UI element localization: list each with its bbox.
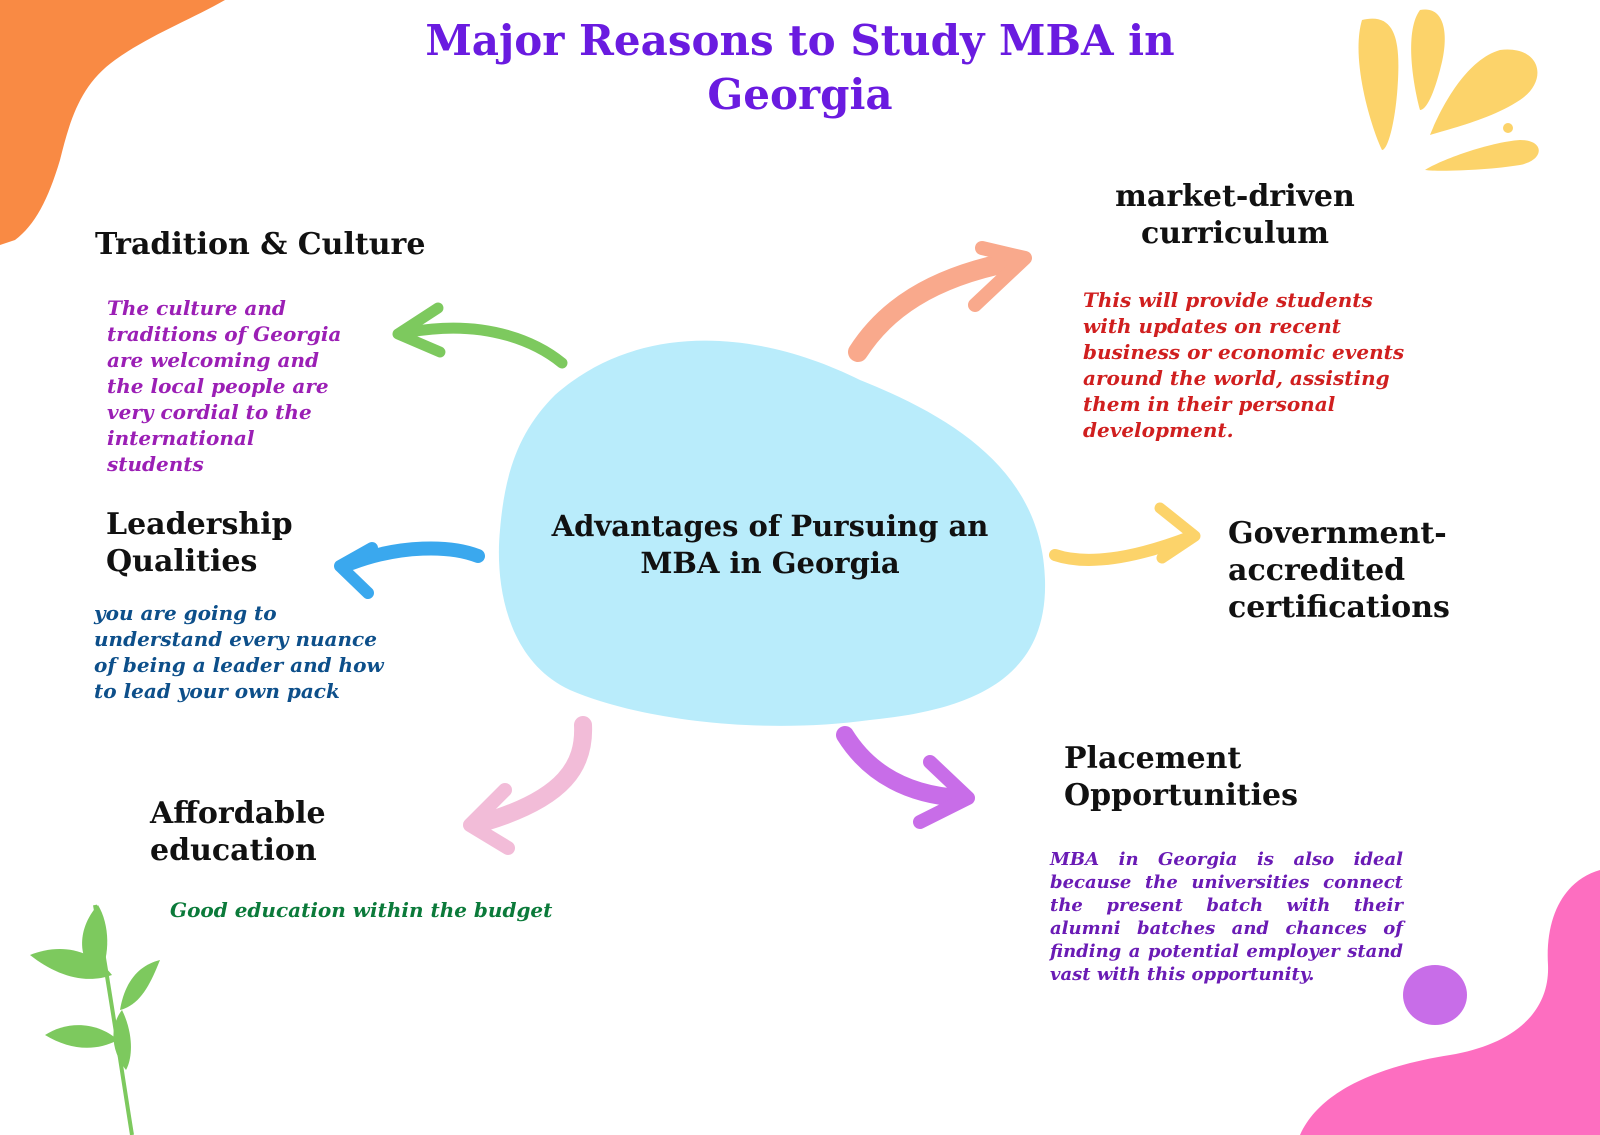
dot-bottom-right <box>1403 965 1467 1025</box>
leadership-heading: Leadership Qualities <box>106 507 293 579</box>
arrow-to-tradition <box>392 302 568 369</box>
arrow-to-affordable <box>463 716 593 855</box>
leadership-description: you are going to understand every nuance… <box>94 601 384 703</box>
market-description: This will provide students with updates … <box>1083 288 1405 442</box>
affordable-heading: Affordable education <box>150 796 326 868</box>
government-heading: Government-accredited certifications <box>1228 516 1450 625</box>
center-blob <box>498 340 1046 726</box>
arrow-to-placement <box>836 726 975 829</box>
market-heading: market-driven curriculum <box>1115 179 1355 251</box>
placement-heading: Placement Opportunities <box>1064 741 1299 813</box>
arrow-to-leadership <box>334 541 485 599</box>
tradition-description: The culture and traditions of Georgia ar… <box>107 296 342 476</box>
corner-blob-bottom-right <box>1300 870 1600 1135</box>
affordable-description: Good education within the budget <box>170 898 553 922</box>
tradition-heading: Tradition & Culture <box>95 227 426 262</box>
arrow-to-government <box>1049 502 1201 566</box>
arrow-to-market <box>848 241 1032 362</box>
page-title: Major Reasons to Study MBA in Georgia <box>425 16 1175 119</box>
corner-blob-top-left <box>0 0 225 245</box>
leaves-bottom-left <box>30 904 160 1135</box>
splash-top-right <box>1358 9 1539 171</box>
placement-description: MBA in Georgia is also ideal because the… <box>1050 849 1403 985</box>
center-node-label: Advantages of Pursuing an MBA in Georgia <box>551 509 989 580</box>
